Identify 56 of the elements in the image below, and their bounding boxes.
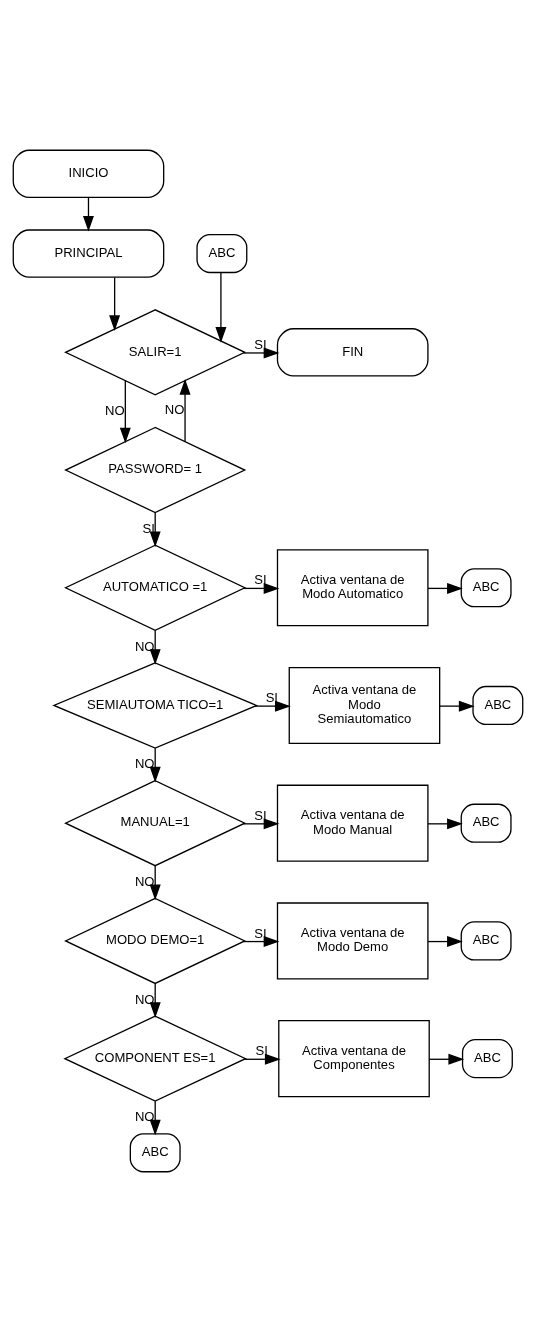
arrow: [242, 582, 280, 594]
edge-label: NO: [134, 874, 155, 890]
edge-label: NO: [134, 991, 155, 1007]
arrow: [242, 818, 280, 830]
node-box: Activa ventana de Modo Semiautomatico: [288, 666, 441, 745]
arrow: [242, 936, 280, 948]
arrow: [82, 197, 94, 232]
edge-label: SI: [254, 572, 267, 588]
arrow: [149, 629, 161, 665]
node-box: PRINCIPAL: [12, 229, 165, 278]
edge-label: SI: [254, 925, 267, 941]
arrow: [427, 936, 463, 948]
node-box: ABC: [460, 568, 512, 608]
edge-label: NO: [164, 401, 185, 417]
node-box: ABC: [460, 921, 512, 961]
arrow: [215, 271, 227, 343]
arrow: [149, 512, 161, 548]
edge-label: SI: [142, 520, 155, 536]
node-box: INICIO: [12, 149, 165, 198]
node-box: ABC: [196, 233, 248, 274]
node-box: ABC: [472, 685, 524, 726]
node-diamond: COMPONENT ES=1: [63, 1015, 248, 1102]
node-box: ABC: [461, 1039, 513, 1079]
arrow: [427, 818, 463, 830]
edge-label: SI: [254, 807, 267, 823]
node-diamond: AUTOMATICO =1: [64, 544, 247, 631]
arrow: [428, 1053, 465, 1065]
arrow: [149, 983, 161, 1018]
arrow: [439, 700, 475, 712]
arrow: [427, 582, 463, 594]
arrow: [119, 380, 131, 444]
arrow: [149, 1100, 161, 1136]
node-box: ABC: [460, 803, 512, 843]
node-box: Activa ventana de Modo Automatico: [276, 549, 429, 627]
edge-label: SI: [254, 337, 267, 353]
edge-label: NO: [105, 403, 125, 419]
arrow: [254, 700, 291, 712]
node-box: Activa ventana de Modo Manual: [276, 784, 429, 862]
arrow: [109, 276, 121, 331]
node-diamond: SEMIAUTOMA TICO=1: [52, 662, 259, 749]
node-box: ABC: [129, 1133, 181, 1173]
arrow: [179, 378, 191, 443]
node-box: FIN: [276, 328, 429, 377]
edge-label: SI: [255, 1043, 268, 1059]
arrow: [242, 347, 280, 359]
node-box: Activa ventana de Componentes: [278, 1020, 430, 1098]
node-diamond: MANUAL=1: [64, 779, 247, 867]
arrow: [244, 1053, 281, 1065]
arrow: [149, 747, 161, 783]
edge-label: NO: [134, 638, 155, 654]
arrow: [149, 865, 161, 901]
edge-label: SI: [265, 690, 278, 706]
node-diamond: MODO DEMO=1: [64, 897, 247, 985]
edge-label: NO: [134, 1109, 155, 1125]
edge-label: NO: [134, 756, 155, 772]
node-box: Activa ventana de Modo Demo: [276, 902, 429, 980]
